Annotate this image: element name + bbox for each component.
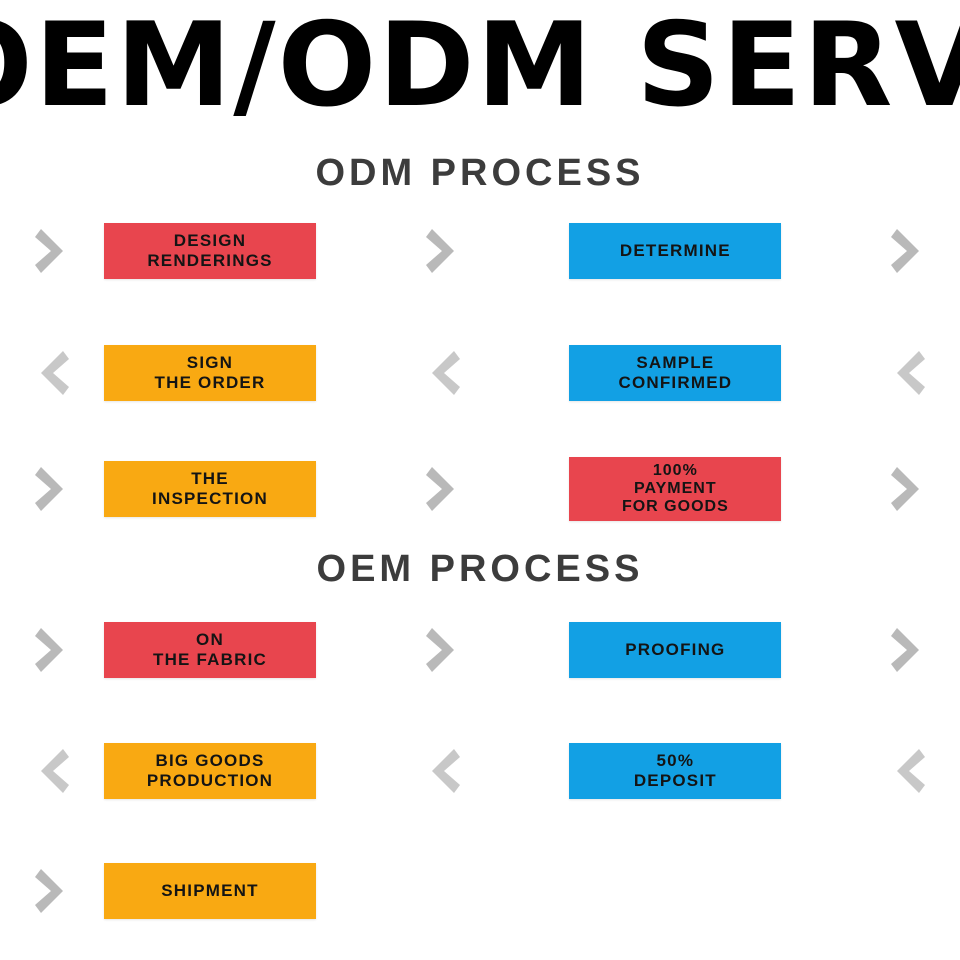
chevron-right-icon <box>35 229 63 273</box>
process-box-cell: PROOFING <box>569 622 782 678</box>
process-box-100-payment-for-goods[interactable]: 100% PAYMENT FOR GOODS <box>569 457 782 521</box>
arrow-cell-right <box>856 745 960 797</box>
process-box-cell: DETERMINE <box>569 223 782 279</box>
process-box-sign-the-order[interactable]: SIGN THE ORDER <box>104 345 316 401</box>
process-box-cell: ON THE FABRIC <box>104 622 316 678</box>
arrow-cell-mid <box>391 745 495 797</box>
process-box-the-inspection[interactable]: THE INSPECTION <box>104 461 316 517</box>
process-box-50-deposit[interactable]: 50% DEPOSIT <box>569 743 782 799</box>
arrow-cell-right <box>856 624 960 676</box>
process-row-odm-3: THE INSPECTION 100% PAYMENT FOR GOODS <box>0 452 960 526</box>
arrow-cell-left <box>0 463 104 515</box>
process-box-on-the-fabric[interactable]: ON THE FABRIC <box>104 622 316 678</box>
chevron-right-icon <box>425 628 454 672</box>
arrow-cell-left <box>0 745 104 797</box>
arrow-cell-left <box>0 225 104 277</box>
arrow-cell-left <box>0 347 104 399</box>
process-box-cell: 100% PAYMENT FOR GOODS <box>569 457 782 521</box>
banner-title-text: OEM/ODM SERVICE <box>0 0 960 133</box>
arrow-cell-mid <box>391 463 495 515</box>
arrow-cell-left <box>0 624 104 676</box>
process-row-odm-1: DESIGN RENDERINGS DETERMINE <box>0 214 960 288</box>
chevron-right-icon <box>35 628 63 672</box>
chevron-right-icon <box>425 467 454 511</box>
arrow-cell-right <box>856 347 960 399</box>
chevron-right-icon <box>891 467 920 511</box>
arrow-cell-right <box>856 225 960 277</box>
process-box-sample-confirmed[interactable]: SAMPLE CONFIRMED <box>569 345 782 401</box>
process-box-cell: DESIGN RENDERINGS <box>104 223 316 279</box>
process-box-cell: SAMPLE CONFIRMED <box>569 345 782 401</box>
process-box-cell: SIGN THE ORDER <box>104 345 316 401</box>
process-box-cell: THE INSPECTION <box>104 461 316 517</box>
arrow-cell-right <box>856 463 960 515</box>
process-box-cell: 50% DEPOSIT <box>569 743 782 799</box>
chevron-right-icon <box>891 229 920 273</box>
process-row-oem-1: ON THE FABRIC PROOFING <box>0 613 960 687</box>
section-heading-odm: ODM PROCESS <box>315 152 645 194</box>
process-row-odm-2: SIGN THE ORDER SAMPLE CONFIRMED <box>0 336 960 410</box>
arrow-cell-mid <box>391 225 495 277</box>
process-row-oem-2: BIG GOODS PRODUCTION 50% DEPOSIT <box>0 734 960 808</box>
chevron-right-icon <box>35 869 63 913</box>
chevron-right-icon <box>891 628 920 672</box>
chevron-right-icon <box>35 467 63 511</box>
chevron-left-icon <box>41 749 69 793</box>
banner-title: OEM/ODM SERVICE <box>0 0 960 140</box>
process-box-cell: SHIPMENT <box>104 863 316 919</box>
process-row-oem-3: SHIPMENT <box>0 854 960 928</box>
chevron-left-icon <box>41 351 69 395</box>
chevron-left-icon <box>897 351 926 395</box>
chevron-right-icon <box>425 229 454 273</box>
section-heading-oem: OEM PROCESS <box>316 548 644 590</box>
arrow-cell-mid <box>391 624 495 676</box>
chevron-left-icon <box>431 749 460 793</box>
process-box-proofing[interactable]: PROOFING <box>569 622 782 678</box>
process-box-cell: BIG GOODS PRODUCTION <box>104 743 316 799</box>
chevron-left-icon <box>897 749 926 793</box>
process-box-determine[interactable]: DETERMINE <box>569 223 782 279</box>
chevron-left-icon <box>431 351 460 395</box>
process-box-big-goods-production[interactable]: BIG GOODS PRODUCTION <box>104 743 316 799</box>
arrow-cell-left <box>0 865 104 917</box>
process-box-design-renderings[interactable]: DESIGN RENDERINGS <box>104 223 316 279</box>
process-box-shipment[interactable]: SHIPMENT <box>104 863 316 919</box>
arrow-cell-mid <box>391 347 495 399</box>
